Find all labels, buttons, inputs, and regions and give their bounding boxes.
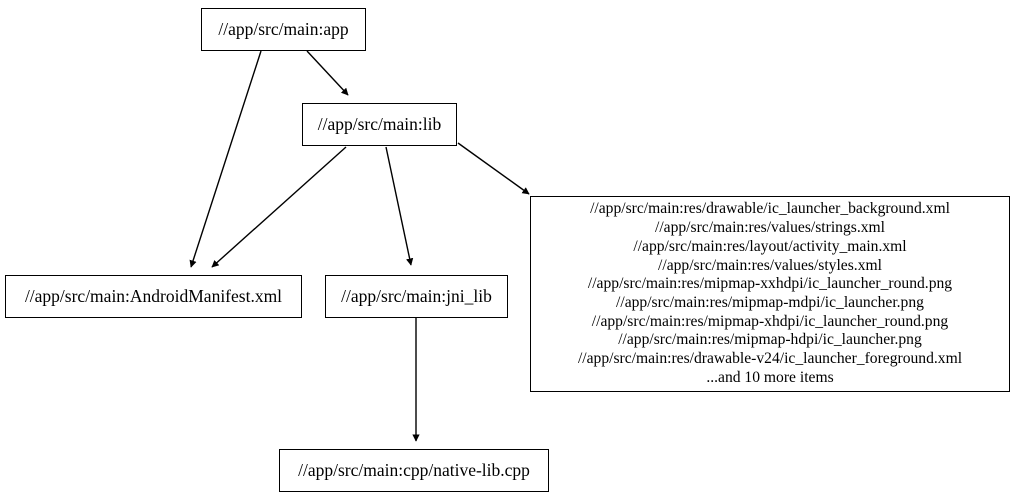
edge-app-to-manifest [189, 50, 262, 268]
graph-node-lib-label: //app/src/main:lib [317, 113, 442, 134]
graph-node-res-group[interactable]: //app/src/main:res/drawable/ic_launcher_… [530, 196, 1010, 392]
graph-node-native-lib-cpp-label: //app/src/main:cpp/native-lib.cpp [298, 459, 530, 480]
graph-node-app[interactable]: //app/src/main:app [201, 8, 366, 51]
graph-node-jni-lib-label: //app/src/main:jni_lib [341, 285, 492, 306]
graph-node-native-lib-cpp[interactable]: //app/src/main:cpp/native-lib.cpp [279, 449, 549, 492]
edge-lib-to-res [457, 142, 530, 195]
edge-lib-to-manifest [211, 146, 347, 268]
graph-node-android-manifest[interactable]: //app/src/main:AndroidManifest.xml [5, 275, 302, 318]
graph-node-android-manifest-label: //app/src/main:AndroidManifest.xml [24, 285, 283, 306]
edge-lib-to-jni-lib [385, 146, 414, 266]
graph-node-res-group-label: //app/src/main:res/drawable/ic_launcher_… [577, 200, 963, 386]
graph-node-lib[interactable]: //app/src/main:lib [302, 103, 457, 146]
edge-app-to-lib [306, 50, 349, 96]
graph-node-jni-lib[interactable]: //app/src/main:jni_lib [325, 275, 508, 318]
graph-node-app-label: //app/src/main:app [218, 18, 349, 39]
